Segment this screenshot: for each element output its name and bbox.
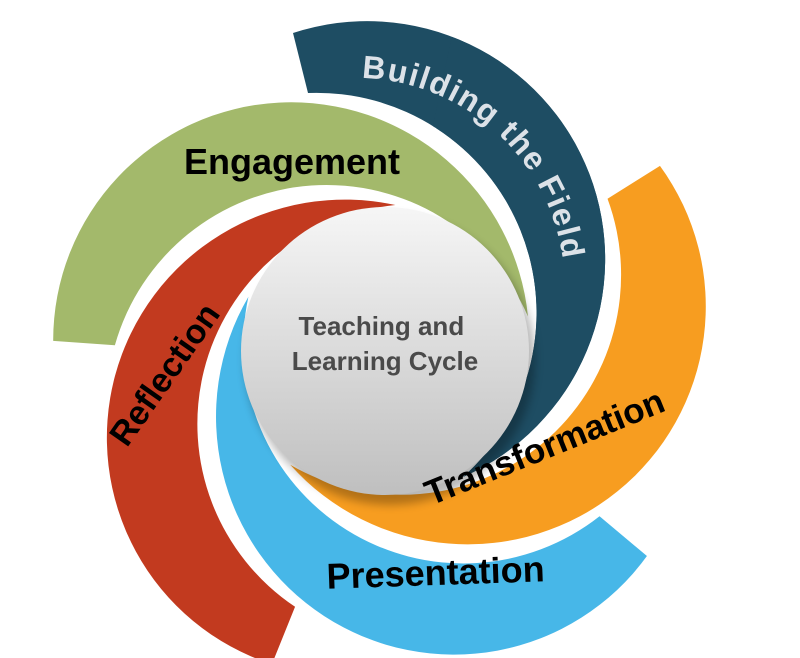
center-title-line1: Teaching and (299, 311, 465, 341)
center-title-line2: Learning Cycle (292, 346, 478, 376)
label-engagement: Engagement (184, 141, 400, 182)
label-presentation: Presentation (326, 548, 545, 597)
center-title: Teaching and Learning Cycle (292, 311, 478, 376)
center-circle (241, 207, 529, 495)
